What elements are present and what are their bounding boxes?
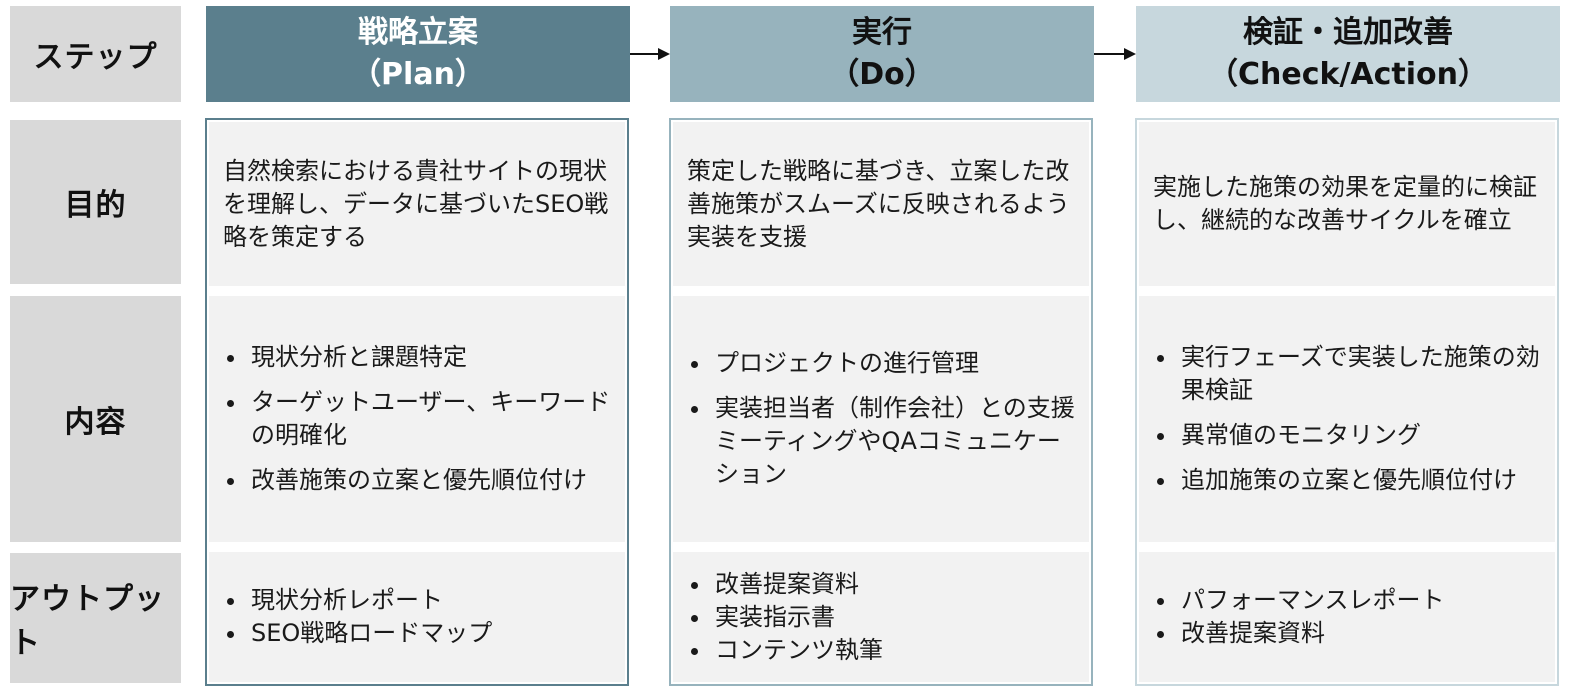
output-list: 現状分析レポート SEO戦略ロードマップ (223, 584, 613, 650)
step-subtitle: （Plan） (351, 57, 485, 92)
list-item: SEO戦略ロードマップ (223, 617, 613, 650)
output-list: パフォーマンスレポート 改善提案資料 (1153, 584, 1543, 650)
purpose-text: 策定した戦略に基づき、立案した改善施策がスムーズに反映されるよう実装を支援 (687, 156, 1070, 251)
list-item: 実装指示書 (687, 601, 1077, 634)
list-item: ターゲットユーザー、キーワードの明確化 (223, 386, 613, 452)
list-item: 改善提案資料 (1153, 617, 1543, 650)
arrow-right-icon (1094, 46, 1136, 62)
list-item: 現状分析と課題特定 (223, 341, 613, 374)
list-item: 実行フェーズで実装した施策の効果検証 (1153, 341, 1543, 407)
content-list: プロジェクトの進行管理 実装担当者（制作会社）との支援ミーティングやQAコミュニ… (687, 347, 1077, 491)
step-header-check-action: 検証・追加改善 （Check/Action） (1136, 6, 1560, 102)
row-label-step: ステップ (10, 6, 181, 102)
content-list: 現状分析と課題特定 ターゲットユーザー、キーワードの明確化 改善施策の立案と優先… (223, 341, 613, 497)
list-item: 改善施策の立案と優先順位付け (223, 464, 613, 497)
step-subtitle: （Check/Action） (1207, 57, 1488, 92)
arrow-right-icon (630, 46, 670, 62)
purpose-text: 実施した施策の効果を定量的に検証し、継続的な改善サイクルを確立 (1153, 173, 1537, 234)
output-cell: 改善提案資料 実装指示書 コンテンツ執筆 (673, 552, 1089, 682)
row-label-output: アウトプット (10, 553, 181, 683)
content-cell: 実行フェーズで実装した施策の効果検証 異常値のモニタリング 追加施策の立案と優先… (1139, 296, 1555, 542)
content-cell: 現状分析と課題特定 ターゲットユーザー、キーワードの明確化 改善施策の立案と優先… (209, 296, 625, 542)
step-title: 戦略立案 (358, 15, 478, 50)
step-title: 検証・追加改善 (1243, 15, 1453, 50)
output-cell: パフォーマンスレポート 改善提案資料 (1139, 552, 1555, 682)
column-plan: 自然検索における貴社サイトの現状を理解し、データに基づいたSEO戦略を策定する … (205, 118, 629, 686)
step-header-do: 実行 （Do） (670, 6, 1094, 102)
column-check-action: 実施した施策の効果を定量的に検証し、継続的な改善サイクルを確立 実行フェーズで実… (1135, 118, 1559, 686)
content-cell: プロジェクトの進行管理 実装担当者（制作会社）との支援ミーティングやQAコミュニ… (673, 296, 1089, 542)
list-item: プロジェクトの進行管理 (687, 347, 1077, 380)
row-label-content: 内容 (10, 296, 181, 542)
purpose-text: 自然検索における貴社サイトの現状を理解し、データに基づいたSEO戦略を策定する (223, 156, 609, 251)
step-header-plan: 戦略立案 （Plan） (206, 6, 630, 102)
list-item: 現状分析レポート (223, 584, 613, 617)
list-item: 改善提案資料 (687, 568, 1077, 601)
content-list: 実行フェーズで実装した施策の効果検証 異常値のモニタリング 追加施策の立案と優先… (1153, 341, 1543, 497)
column-do: 策定した戦略に基づき、立案した改善施策がスムーズに反映されるよう実装を支援 プロ… (669, 118, 1093, 686)
row-label-purpose: 目的 (10, 120, 181, 284)
list-item: 追加施策の立案と優先順位付け (1153, 464, 1543, 497)
list-item: パフォーマンスレポート (1153, 584, 1543, 617)
list-item: 異常値のモニタリング (1153, 419, 1543, 452)
purpose-cell: 策定した戦略に基づき、立案した改善施策がスムーズに反映されるよう実装を支援 (673, 122, 1089, 286)
purpose-cell: 自然検索における貴社サイトの現状を理解し、データに基づいたSEO戦略を策定する (209, 122, 625, 286)
list-item: コンテンツ執筆 (687, 634, 1077, 667)
output-list: 改善提案資料 実装指示書 コンテンツ執筆 (687, 568, 1077, 667)
list-item: 実装担当者（制作会社）との支援ミーティングやQAコミュニケーション (687, 392, 1077, 491)
step-title: 実行 (852, 15, 912, 50)
step-subtitle: （Do） (829, 57, 935, 92)
output-cell: 現状分析レポート SEO戦略ロードマップ (209, 552, 625, 682)
purpose-cell: 実施した施策の効果を定量的に検証し、継続的な改善サイクルを確立 (1139, 122, 1555, 286)
